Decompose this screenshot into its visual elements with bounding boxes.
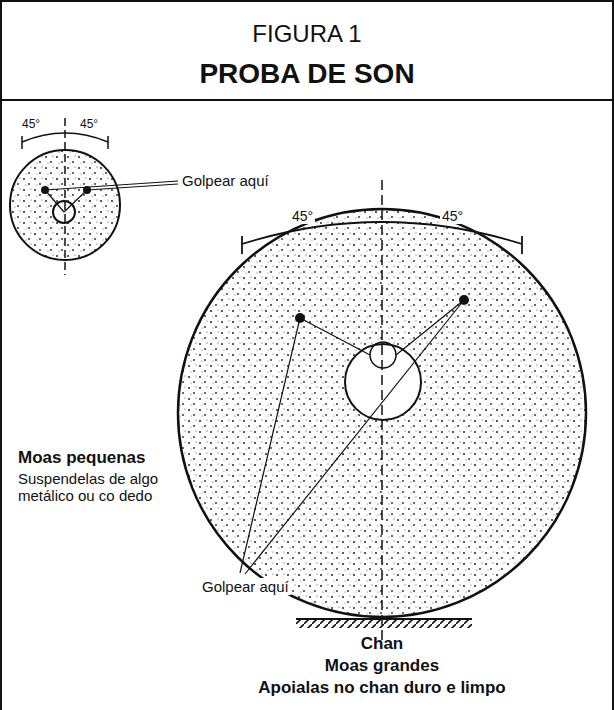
small-wheel (10, 118, 178, 275)
figure-number: FIGURA 1 (252, 20, 361, 48)
caption-heading: Moas grandes (325, 656, 439, 676)
angle-label: 45° (290, 208, 315, 224)
caption-heading: Apoialas no chan duro e limpo (258, 678, 505, 698)
leader-line (45, 181, 178, 190)
caption-text: Suspendelas de algo metálico ou co dedo (18, 470, 168, 505)
angle-label: 45° (78, 118, 100, 132)
large-wheel (178, 180, 586, 640)
angle-label: 45° (20, 118, 42, 132)
callout-label: Golpear aquí (182, 172, 269, 189)
caption-heading: Chan (361, 634, 404, 654)
caption-heading: Moas pequenas (18, 448, 146, 468)
leader-line (240, 318, 300, 573)
leader-line (245, 300, 464, 574)
ground (296, 619, 472, 628)
figure-title: PROBA DE SON (199, 58, 414, 90)
angle-label: 45° (440, 208, 465, 224)
header-rule (1, 99, 613, 101)
leader-line (87, 184, 178, 190)
callout-label: Golpear aquí (200, 578, 291, 595)
